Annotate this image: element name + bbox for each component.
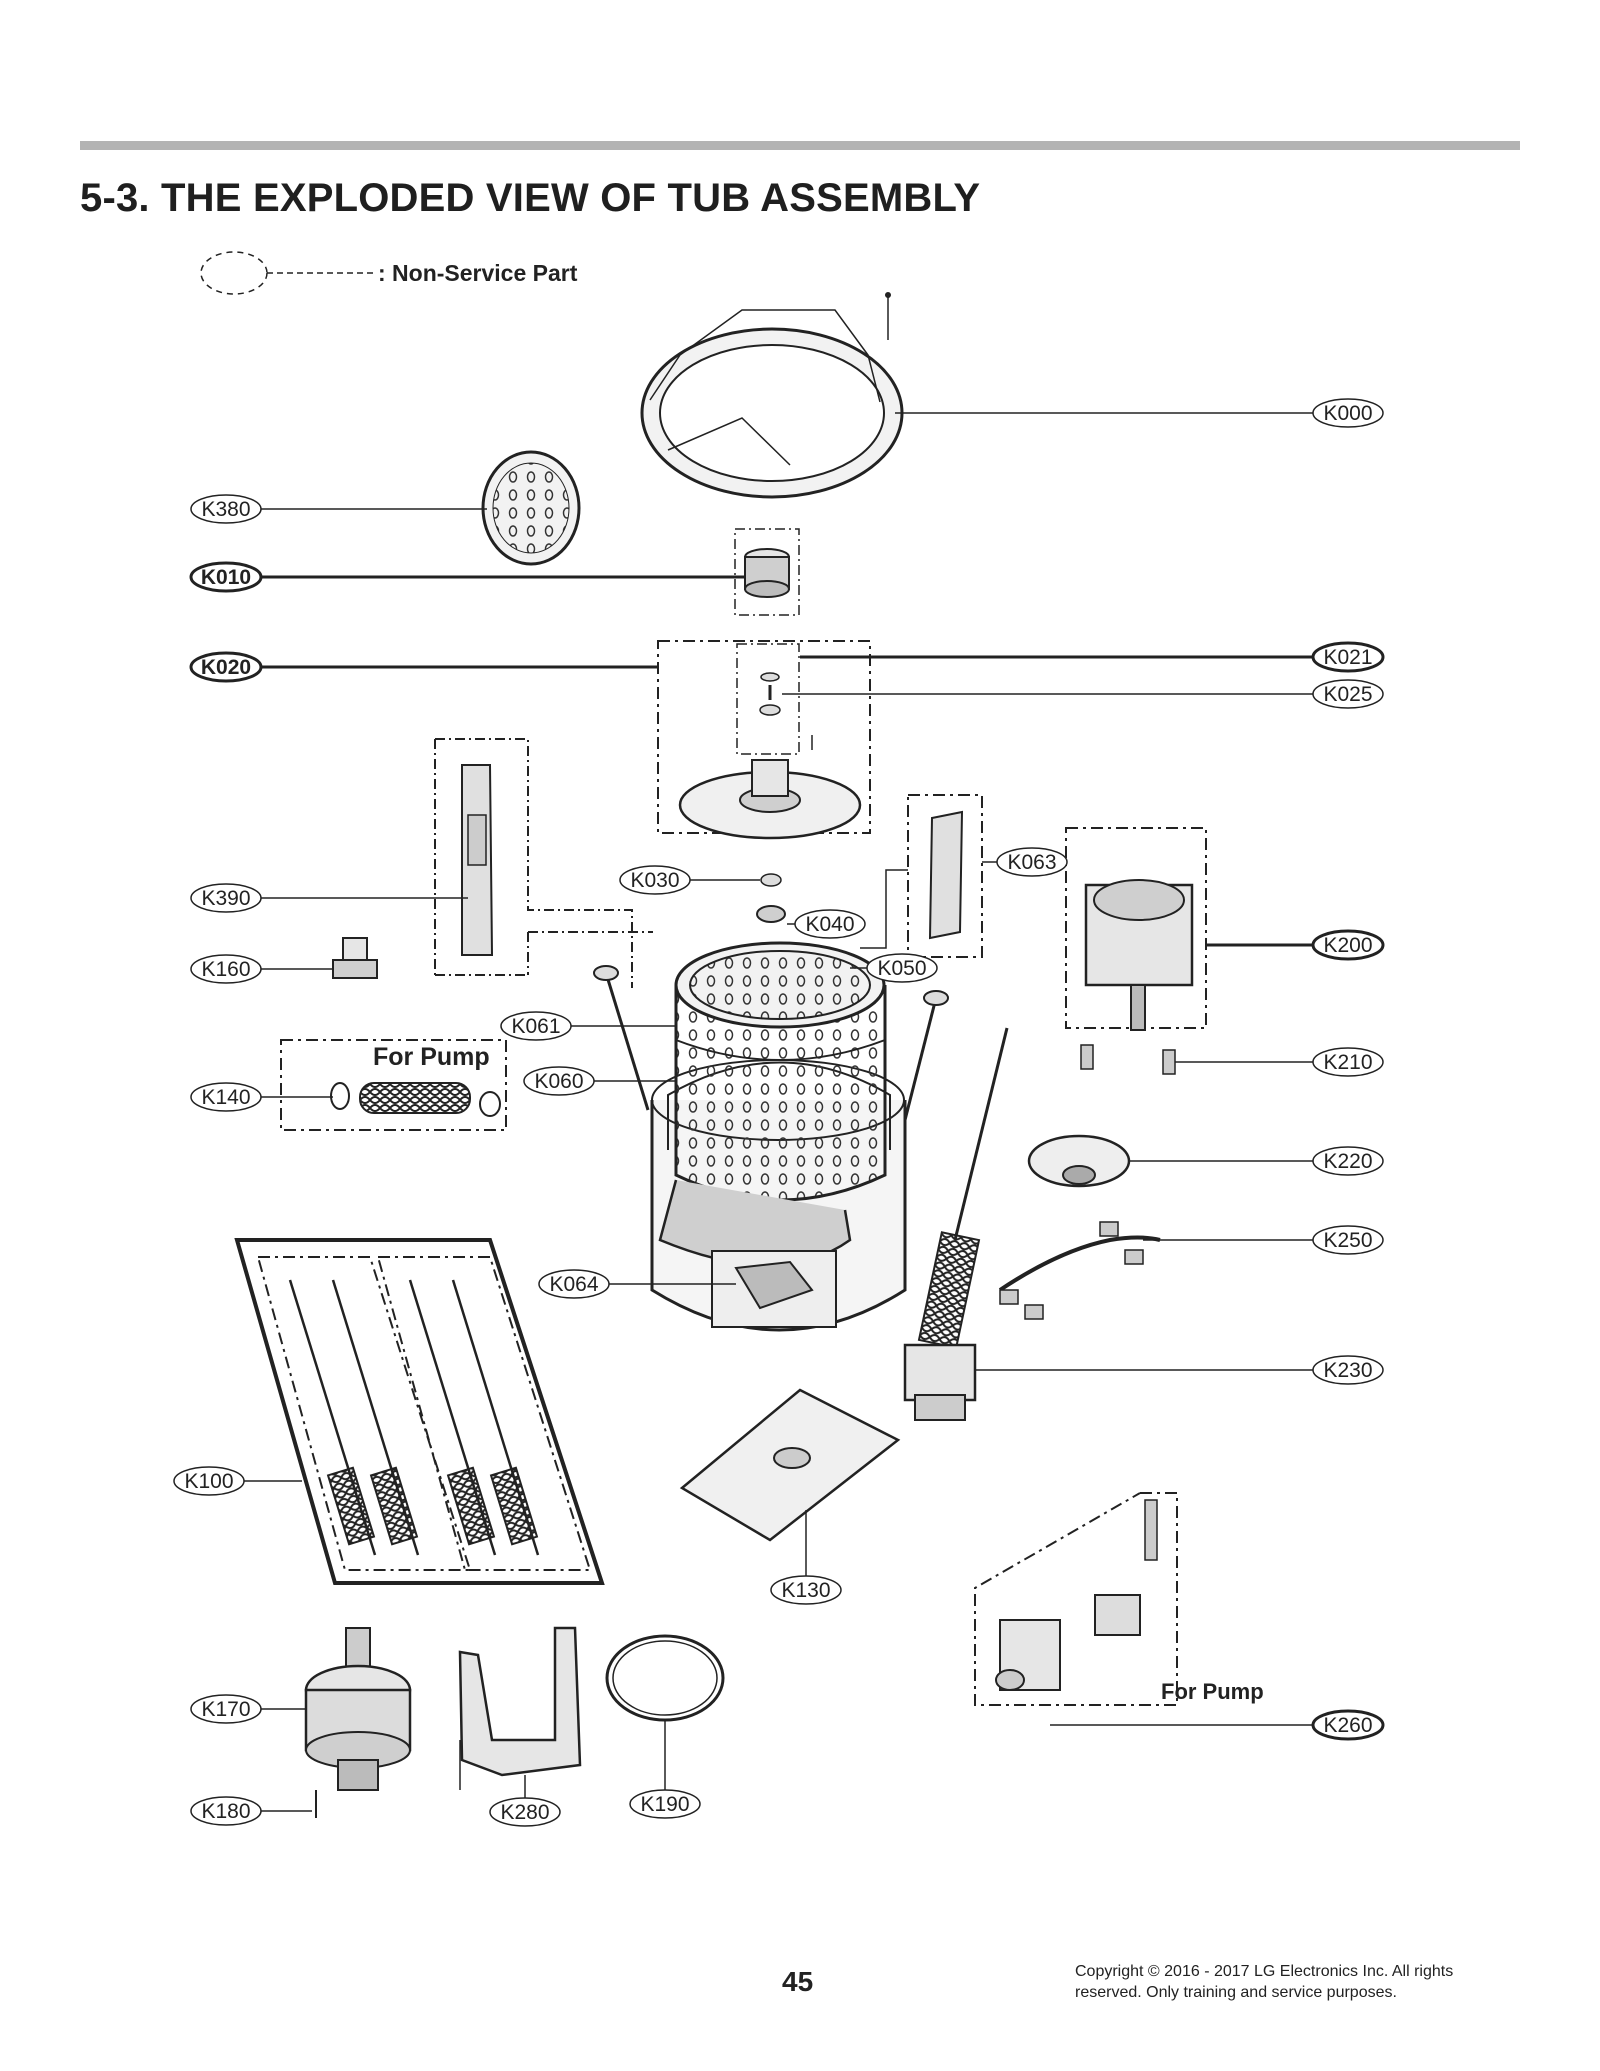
clutch-actuator: [903, 1343, 1322, 1421]
legend-non-service-symbol: [200, 251, 376, 295]
belt-ring: [605, 1634, 725, 1790]
callout-label-K130: K130: [781, 1579, 830, 1602]
callout-K061: K061: [500, 1011, 572, 1041]
pump-hose-group: [261, 1039, 507, 1131]
drive-cap: [262, 528, 800, 616]
washer-nut: [690, 873, 804, 925]
pulsator-assembly: [262, 640, 1322, 840]
motor-fan: [1027, 1134, 1322, 1188]
water-level-sensor: [261, 937, 378, 979]
callout-K230: K230: [1312, 1355, 1384, 1385]
callout-K160: K160: [190, 954, 262, 984]
callout-K021: K021: [1311, 641, 1385, 673]
callout-label-K250: K250: [1323, 1229, 1372, 1252]
callout-K280: K280: [489, 1797, 561, 1827]
callout-label-K025: K025: [1323, 683, 1372, 706]
callout-K100: K100: [173, 1466, 245, 1496]
callout-K063: K063: [996, 847, 1068, 877]
callout-label-K200: K200: [1323, 934, 1372, 957]
callout-K020: K020: [189, 651, 263, 683]
callout-label-K280: K280: [500, 1801, 549, 1824]
callout-label-K100: K100: [184, 1470, 233, 1493]
callout-K380: K380: [190, 494, 262, 524]
callout-K000: K000: [1312, 398, 1384, 428]
callout-label-K220: K220: [1323, 1150, 1372, 1173]
callout-label-K050: K050: [877, 957, 926, 980]
suspension-kit: [222, 1238, 605, 1585]
callout-label-K063: K063: [1007, 851, 1056, 874]
tub-balancer: [261, 738, 653, 988]
callout-label-K390: K390: [201, 887, 250, 910]
group-label-pump-bracket: For Pump: [1161, 1679, 1264, 1704]
suspension-rod-right: [903, 990, 949, 1121]
wire-harness: [998, 1221, 1322, 1320]
tub-base-bracket: [598, 1250, 837, 1328]
callout-label-K064: K064: [549, 1273, 598, 1296]
callout-label-K140: K140: [201, 1086, 250, 1109]
callout-K010: K010: [189, 561, 263, 593]
base-pan: [679, 1388, 901, 1590]
callout-K200: K200: [1311, 929, 1385, 961]
callout-K210: K210: [1312, 1047, 1384, 1077]
callout-label-K020: K020: [201, 656, 251, 679]
suspension-rod-left: [593, 965, 650, 1111]
drive-motor: [1065, 827, 1322, 1031]
callout-K050: K050: [866, 953, 938, 983]
callout-label-K040: K040: [805, 913, 854, 936]
callout-label-K230: K230: [1323, 1359, 1372, 1382]
page-title: 5-3. THE EXPLODED VIEW OF TUB ASSEMBLY: [80, 176, 981, 220]
callout-label-K380: K380: [201, 498, 250, 521]
callout-label-K170: K170: [201, 1698, 250, 1721]
callout-K140: K140: [190, 1082, 262, 1112]
callout-K030: K030: [619, 865, 691, 895]
callout-K130: K130: [770, 1575, 842, 1605]
inner-basket: [658, 941, 887, 1267]
callout-K190: K190: [629, 1789, 701, 1819]
callout-label-K260: K260: [1323, 1714, 1372, 1737]
callout-label-K000: K000: [1323, 402, 1372, 425]
filter-cap: [261, 450, 581, 566]
hanger-plate: [860, 794, 1008, 958]
callout-K180: K180: [190, 1796, 262, 1826]
clutch-assembly: [261, 1627, 412, 1818]
callout-label-K061: K061: [511, 1015, 560, 1038]
group-label-pump-hose: For Pump: [373, 1043, 490, 1071]
callout-K250: K250: [1312, 1225, 1384, 1255]
callout-K390: K390: [190, 883, 262, 913]
copyright-notice: Copyright © 2016 - 2017 LG Electronics I…: [1075, 1963, 1454, 2001]
page-number: 45: [782, 1966, 814, 1997]
callout-K260: K260: [1311, 1709, 1385, 1741]
callout-label-K030: K030: [630, 869, 679, 892]
callout-K170: K170: [190, 1694, 262, 1724]
header-rule: [80, 141, 1520, 150]
callout-label-K010: K010: [201, 566, 251, 589]
callout-K064: K064: [538, 1269, 610, 1299]
clutch-bracket: [458, 1626, 582, 1812]
callout-label-K021: K021: [1323, 646, 1372, 669]
legend-non-service-label: : Non-Service Part: [378, 260, 578, 286]
callout-label-K190: K190: [640, 1793, 689, 1816]
callout-K025: K025: [1312, 679, 1384, 709]
tub-cover: [640, 292, 1322, 499]
motor-bolts: [1080, 1044, 1322, 1075]
callout-label-K210: K210: [1323, 1051, 1372, 1074]
callout-label-K060: K060: [534, 1070, 583, 1093]
callout-label-K160: K160: [201, 958, 250, 981]
damper-spring-right: [917, 1027, 1009, 1349]
pump-bracket-group: [974, 1492, 1322, 1726]
callout-label-K180: K180: [201, 1800, 250, 1823]
callout-K040: K040: [794, 909, 866, 939]
callout-K060: K060: [523, 1066, 595, 1096]
callout-K220: K220: [1312, 1146, 1384, 1176]
